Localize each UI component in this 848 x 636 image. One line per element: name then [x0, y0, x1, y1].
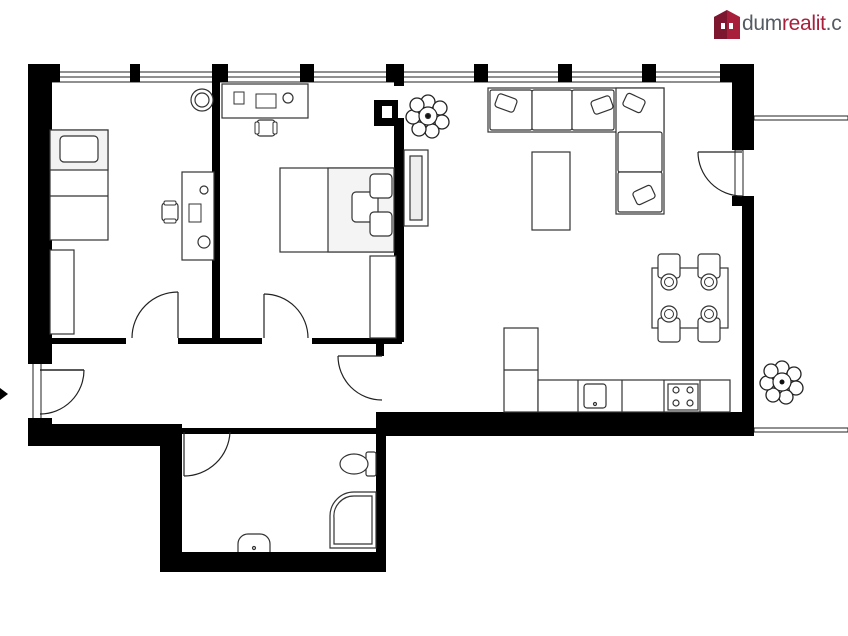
pillow	[369, 173, 393, 199]
plant-icon	[759, 360, 804, 405]
plant-icon	[405, 94, 450, 139]
walls	[28, 64, 754, 572]
entrance-arrow-icon	[0, 388, 8, 400]
kitchen	[503, 327, 731, 413]
bedroom-left	[49, 129, 215, 335]
laptop	[255, 93, 277, 109]
dining-chairs	[657, 253, 721, 343]
brand-name-part3: .c	[825, 12, 842, 35]
stove-icon	[667, 383, 699, 411]
kitchen-counter	[537, 379, 731, 413]
sink-icon	[237, 533, 271, 552]
pillow	[369, 211, 393, 237]
wardrobe	[49, 249, 75, 335]
house-logo-icon	[714, 10, 740, 39]
coffee-table	[531, 151, 571, 231]
pillow	[59, 135, 99, 163]
office-chair	[161, 200, 179, 224]
toilet-icon	[339, 451, 377, 477]
bedroom-master	[190, 83, 397, 339]
brand-name-part2: realit	[781, 12, 826, 35]
brand-name-part1: dum	[742, 12, 782, 35]
office-chair	[254, 119, 278, 137]
brand-logo[interactable]: dumrealit.c	[712, 6, 848, 42]
shower-icon	[329, 491, 377, 549]
living-room	[403, 87, 729, 343]
sink-icon	[583, 383, 607, 409]
wardrobe	[369, 255, 397, 339]
brand-name: dumrealit.c	[742, 12, 842, 36]
laptop	[188, 203, 202, 223]
bathroom	[237, 451, 377, 552]
doors	[39, 151, 743, 477]
